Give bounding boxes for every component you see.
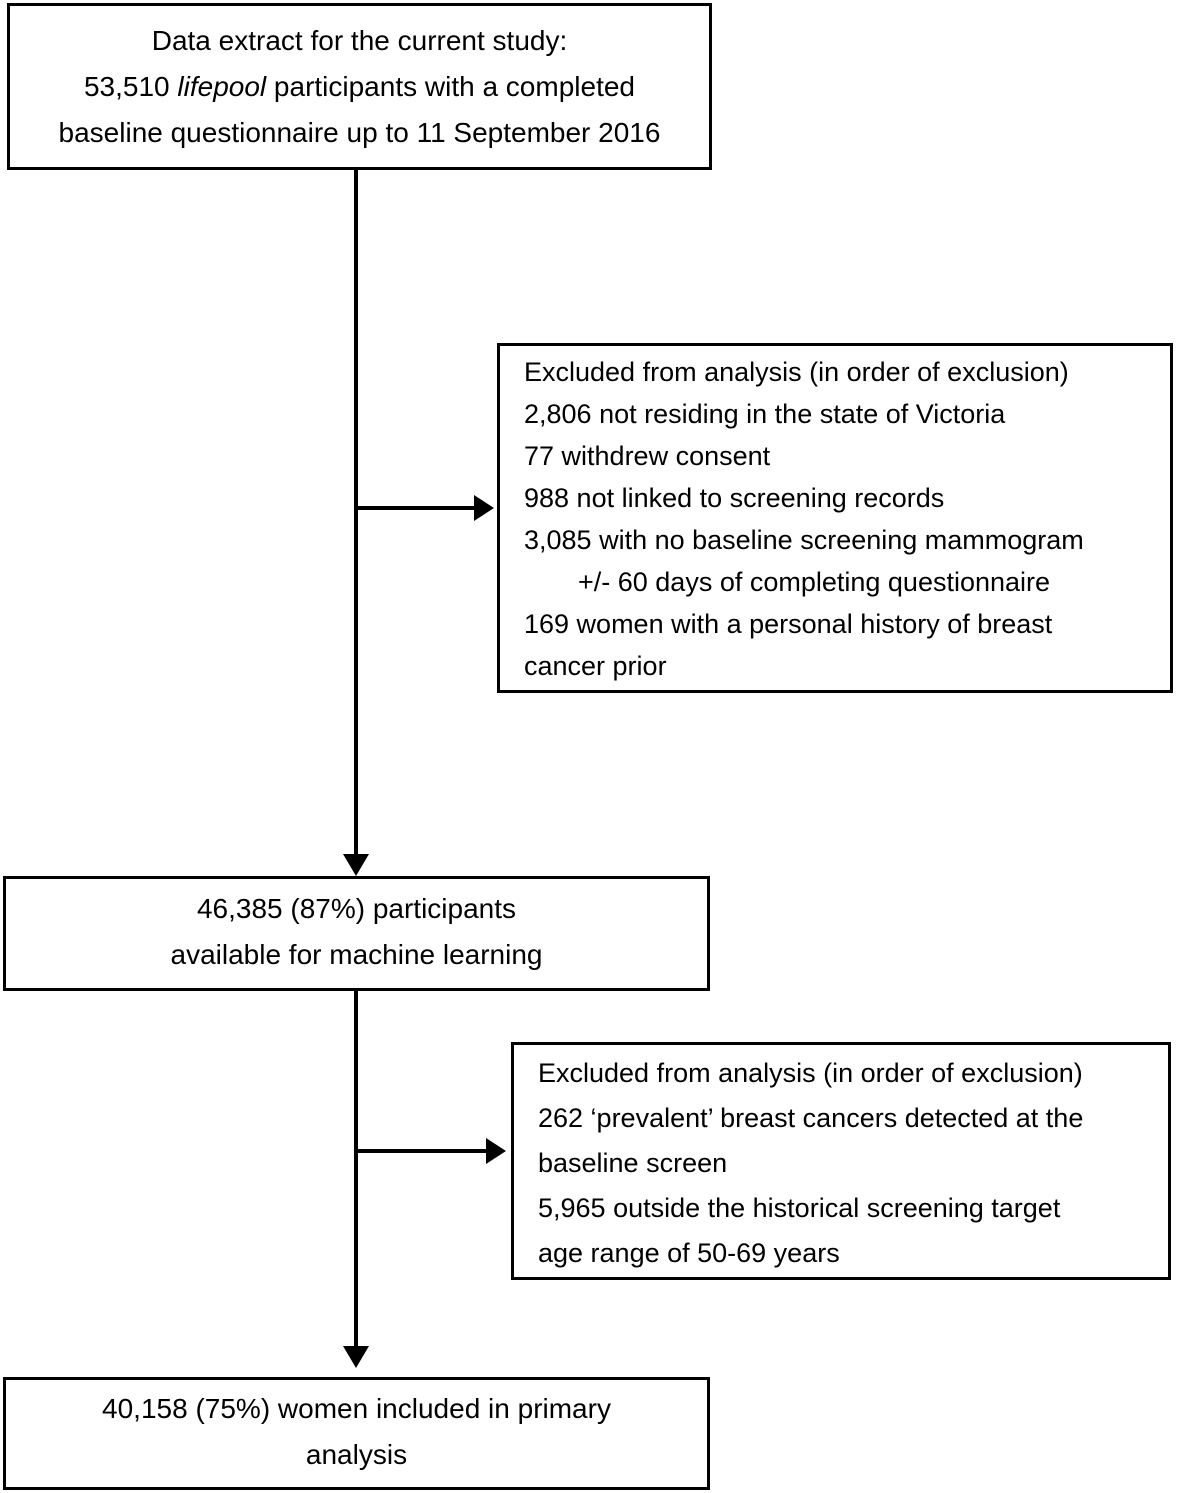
exclusion-2-line: Excluded from analysis (in order of excl… [538,1058,1083,1088]
exclusion-1-line: 3,085 with no baseline screening mammogr… [524,525,1084,555]
exclusion-1-line: cancer prior [524,651,667,681]
top-box-line2-italic: lifepool [177,71,267,102]
down-arrowhead-2-icon [343,1346,369,1368]
exclusion-1-line-indented: +/- 60 days of completing questionnaire [578,567,1051,597]
exclusion-box-2: Excluded from analysis (in order of excl… [511,1042,1171,1280]
exclusion-2-line: baseline screen [538,1148,728,1178]
bottom-box-line2: analysis [305,1439,408,1470]
top-box-line2-prefix: 53,510 [83,71,178,102]
top-box-line1: Data extract for the current study: [151,25,568,56]
top-box-line2: 53,510 lifepool participants with a comp… [10,64,709,110]
exclusion-1-line: 77 withdrew consent [524,441,771,471]
top-box-line3: baseline questionnaire up to 11 Septembe… [58,117,661,148]
top-box: Data extract for the current study: 53,5… [7,3,712,170]
exclusion-1-line: 2,806 not residing in the state of Victo… [524,399,1006,429]
bottom-box-line1: 40,158 (75%) women included in primary [102,1393,611,1424]
top-box-line2-suffix: participants with a completed [266,71,635,102]
exclusion-1-line: Excluded from analysis (in order of excl… [524,357,1069,387]
middle-box-line2: available for machine learning [170,939,543,970]
connector-vertical-1 [354,170,358,854]
middle-box: 46,385 (87%) participants available for … [3,876,710,991]
exclusion-1-line: 988 not linked to screening records [524,483,945,513]
connector-vertical-2 [354,991,358,1347]
right-arrowhead-1-icon [474,495,494,521]
connector-horizontal-2 [356,1149,488,1153]
exclusion-1-line: 169 women with a personal history of bre… [524,609,1053,639]
bottom-box: 40,158 (75%) women included in primary a… [3,1377,710,1490]
middle-box-line1: 46,385 (87%) participants [196,893,517,924]
connector-horizontal-1 [356,506,476,510]
down-arrowhead-1-icon [343,854,369,876]
exclusion-2-line: 262 ‘prevalent’ breast cancers detected … [538,1103,1084,1133]
exclusion-2-line: 5,965 outside the historical screening t… [538,1193,1061,1223]
right-arrowhead-2-icon [486,1138,506,1164]
exclusion-2-line: age range of 50-69 years [538,1238,840,1268]
exclusion-box-1: Excluded from analysis (in order of excl… [497,343,1173,693]
